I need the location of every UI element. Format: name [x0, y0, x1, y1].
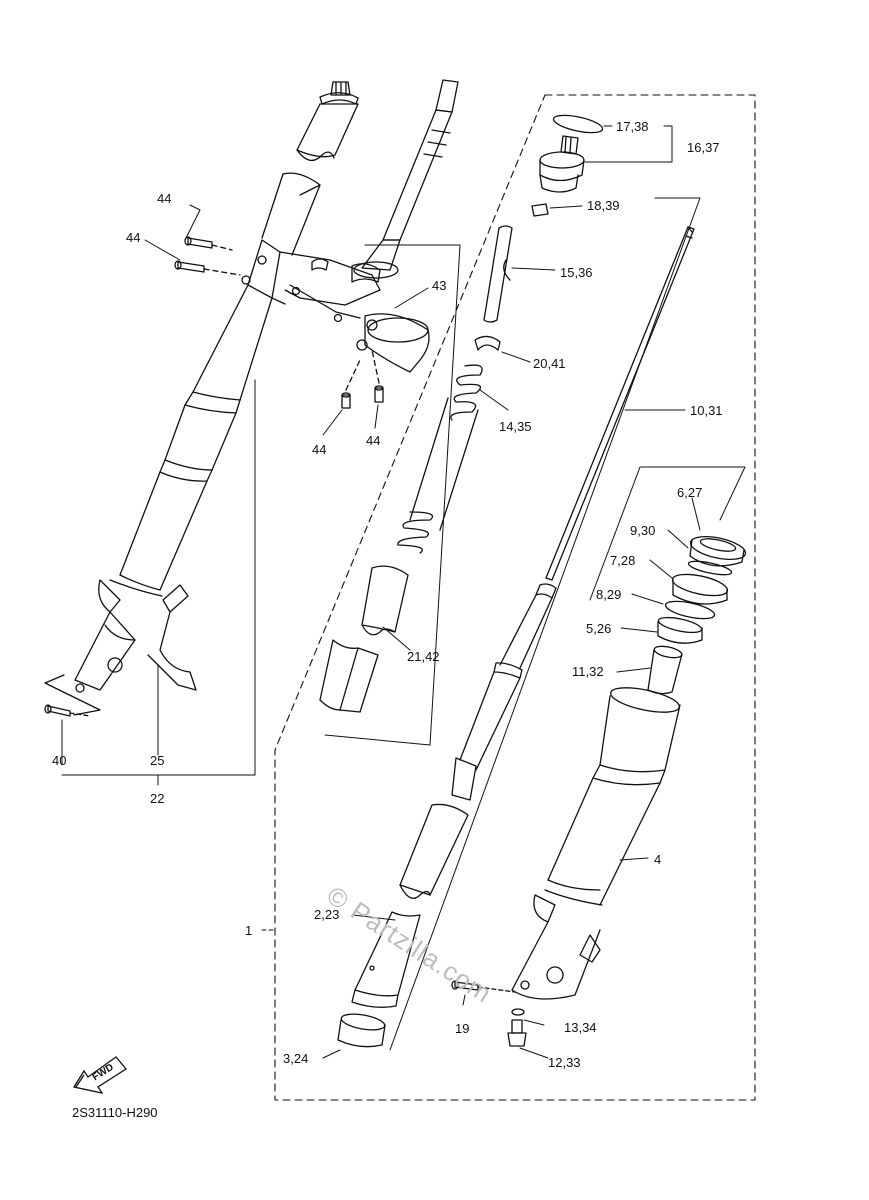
callout-43: 43	[432, 278, 447, 293]
piston-ring	[337, 1013, 386, 1048]
spring-coil	[397, 511, 434, 554]
callout-9-30: 9,30	[630, 523, 656, 538]
spring-seat	[474, 335, 501, 351]
callout-21-42: 21,42	[407, 649, 440, 664]
callout-11-32: 11,32	[572, 664, 604, 679]
spacer-tube	[319, 565, 409, 713]
callout-3-24: 3,24	[283, 1051, 309, 1066]
outer-tube	[511, 687, 681, 1000]
callout-2-23: 2,23	[314, 907, 340, 922]
oil-seal	[671, 573, 729, 605]
callout-18-39: 18,39	[587, 198, 620, 213]
assembled-fork-left	[44, 79, 459, 716]
spring-small	[450, 364, 483, 421]
callout-17-38: 17,38	[616, 119, 649, 134]
collar-tube	[483, 225, 513, 323]
callout-7-28: 7,28	[610, 553, 636, 568]
spring-sleeve	[409, 397, 479, 531]
callout-13-34: 13,34	[564, 1020, 597, 1035]
assembly-1-outline	[274, 94, 756, 1101]
callout-5-26: 5,26	[586, 621, 612, 636]
callout-25: 25	[150, 753, 165, 768]
nut	[531, 203, 549, 217]
damper-rod	[451, 226, 695, 801]
o-ring	[552, 114, 604, 134]
drain-bolt	[511, 1019, 523, 1034]
callout-8-29: 8,29	[596, 587, 622, 602]
callout-6-27: 6,27	[677, 485, 703, 500]
callout-12-33: 12,33	[548, 1055, 581, 1070]
callout-44-d: 44	[366, 433, 381, 448]
dust-seal	[689, 535, 747, 567]
callout-16-37: 16,37	[687, 140, 720, 155]
callout-10-31: 10,31	[690, 403, 723, 418]
bolt-44-group	[174, 236, 384, 409]
diagram-code: 2S31110-H290	[72, 1105, 158, 1120]
callout-15-36: 15,36	[560, 265, 593, 280]
cap-bolt	[539, 135, 585, 193]
callout-14-35: 14,35	[499, 419, 532, 434]
guide-bush	[657, 616, 703, 644]
callout-20-41: 20,41	[533, 356, 566, 371]
callout-22: 22	[150, 791, 165, 806]
callout-4: 4	[654, 852, 662, 867]
bolt-40	[47, 705, 71, 717]
callout-1: 1	[245, 923, 253, 938]
washer	[664, 600, 716, 620]
callout-19: 19	[455, 1021, 470, 1036]
washer-13	[511, 1008, 525, 1016]
forward-arrow-icon	[72, 1056, 127, 1094]
callout-44-c: 44	[312, 442, 327, 457]
leader-lines	[61, 125, 701, 1059]
clip	[687, 560, 733, 576]
slide-bush	[647, 645, 683, 695]
callout-40: 40	[52, 753, 67, 768]
bolt-19	[454, 981, 479, 991]
callout-44-a: 44	[157, 191, 172, 206]
callout-44-b: 44	[126, 230, 141, 245]
inner-tube	[351, 803, 469, 1008]
